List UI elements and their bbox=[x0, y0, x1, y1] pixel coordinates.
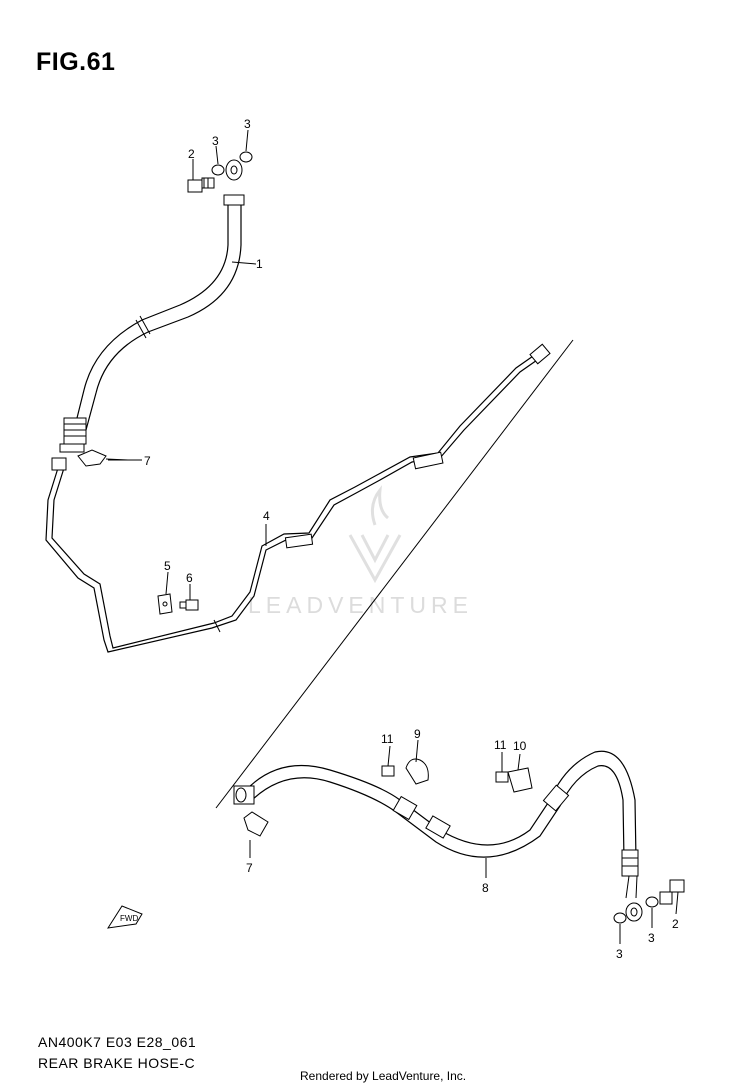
clamp-9-bolt-11 bbox=[381, 758, 429, 785]
brake-hose-1 bbox=[59, 194, 245, 453]
callout-11-left: 11 bbox=[381, 732, 394, 746]
diagram-name: REAR BRAKE HOSE-C bbox=[38, 1055, 196, 1071]
callout-6: 6 bbox=[186, 571, 193, 585]
bracket-5-bolt-6 bbox=[157, 593, 199, 615]
callout-8: 8 bbox=[482, 881, 489, 895]
callout-5: 5 bbox=[164, 559, 171, 573]
rendered-by-credit: Rendered by LeadVenture, Inc. bbox=[300, 1069, 467, 1083]
fwd-label: FWD bbox=[120, 914, 138, 923]
callout-3-top-b: 3 bbox=[244, 117, 251, 131]
callout-3-bottom-a: 3 bbox=[616, 947, 623, 961]
brake-pipe-4 bbox=[45, 343, 551, 653]
callout-7-lower: 7 bbox=[246, 861, 253, 875]
callout-11-right: 11 bbox=[494, 738, 507, 752]
clamp-7-lower bbox=[243, 811, 269, 837]
clamp-10-bolt-11 bbox=[495, 767, 533, 793]
callout-3-bottom-b: 3 bbox=[648, 931, 655, 945]
fwd-arrow-icon: FWD bbox=[106, 905, 143, 929]
callout-3-top-a: 3 bbox=[212, 134, 219, 148]
diagram-code: AN400K7 E03 E28_061 bbox=[38, 1034, 197, 1050]
callout-4: 4 bbox=[263, 509, 270, 523]
callout-10: 10 bbox=[513, 739, 527, 753]
callout-7-upper: 7 bbox=[144, 454, 151, 468]
callout-1: 1 bbox=[256, 257, 263, 271]
banjo-fitting-bottom bbox=[613, 879, 685, 924]
callout-2-top: 2 bbox=[188, 147, 195, 161]
banjo-fitting-top bbox=[187, 151, 253, 193]
callout-2-bottom: 2 bbox=[672, 917, 679, 931]
callout-9: 9 bbox=[414, 727, 421, 741]
figure-title: FIG.61 bbox=[36, 48, 116, 76]
clamp-7-upper bbox=[77, 449, 129, 467]
watermark: LEADVENTURE bbox=[248, 592, 473, 618]
watermark-logo bbox=[348, 485, 402, 584]
brake-hose-8 bbox=[233, 750, 639, 899]
leader-lines bbox=[108, 129, 679, 944]
separator-line bbox=[215, 339, 574, 809]
